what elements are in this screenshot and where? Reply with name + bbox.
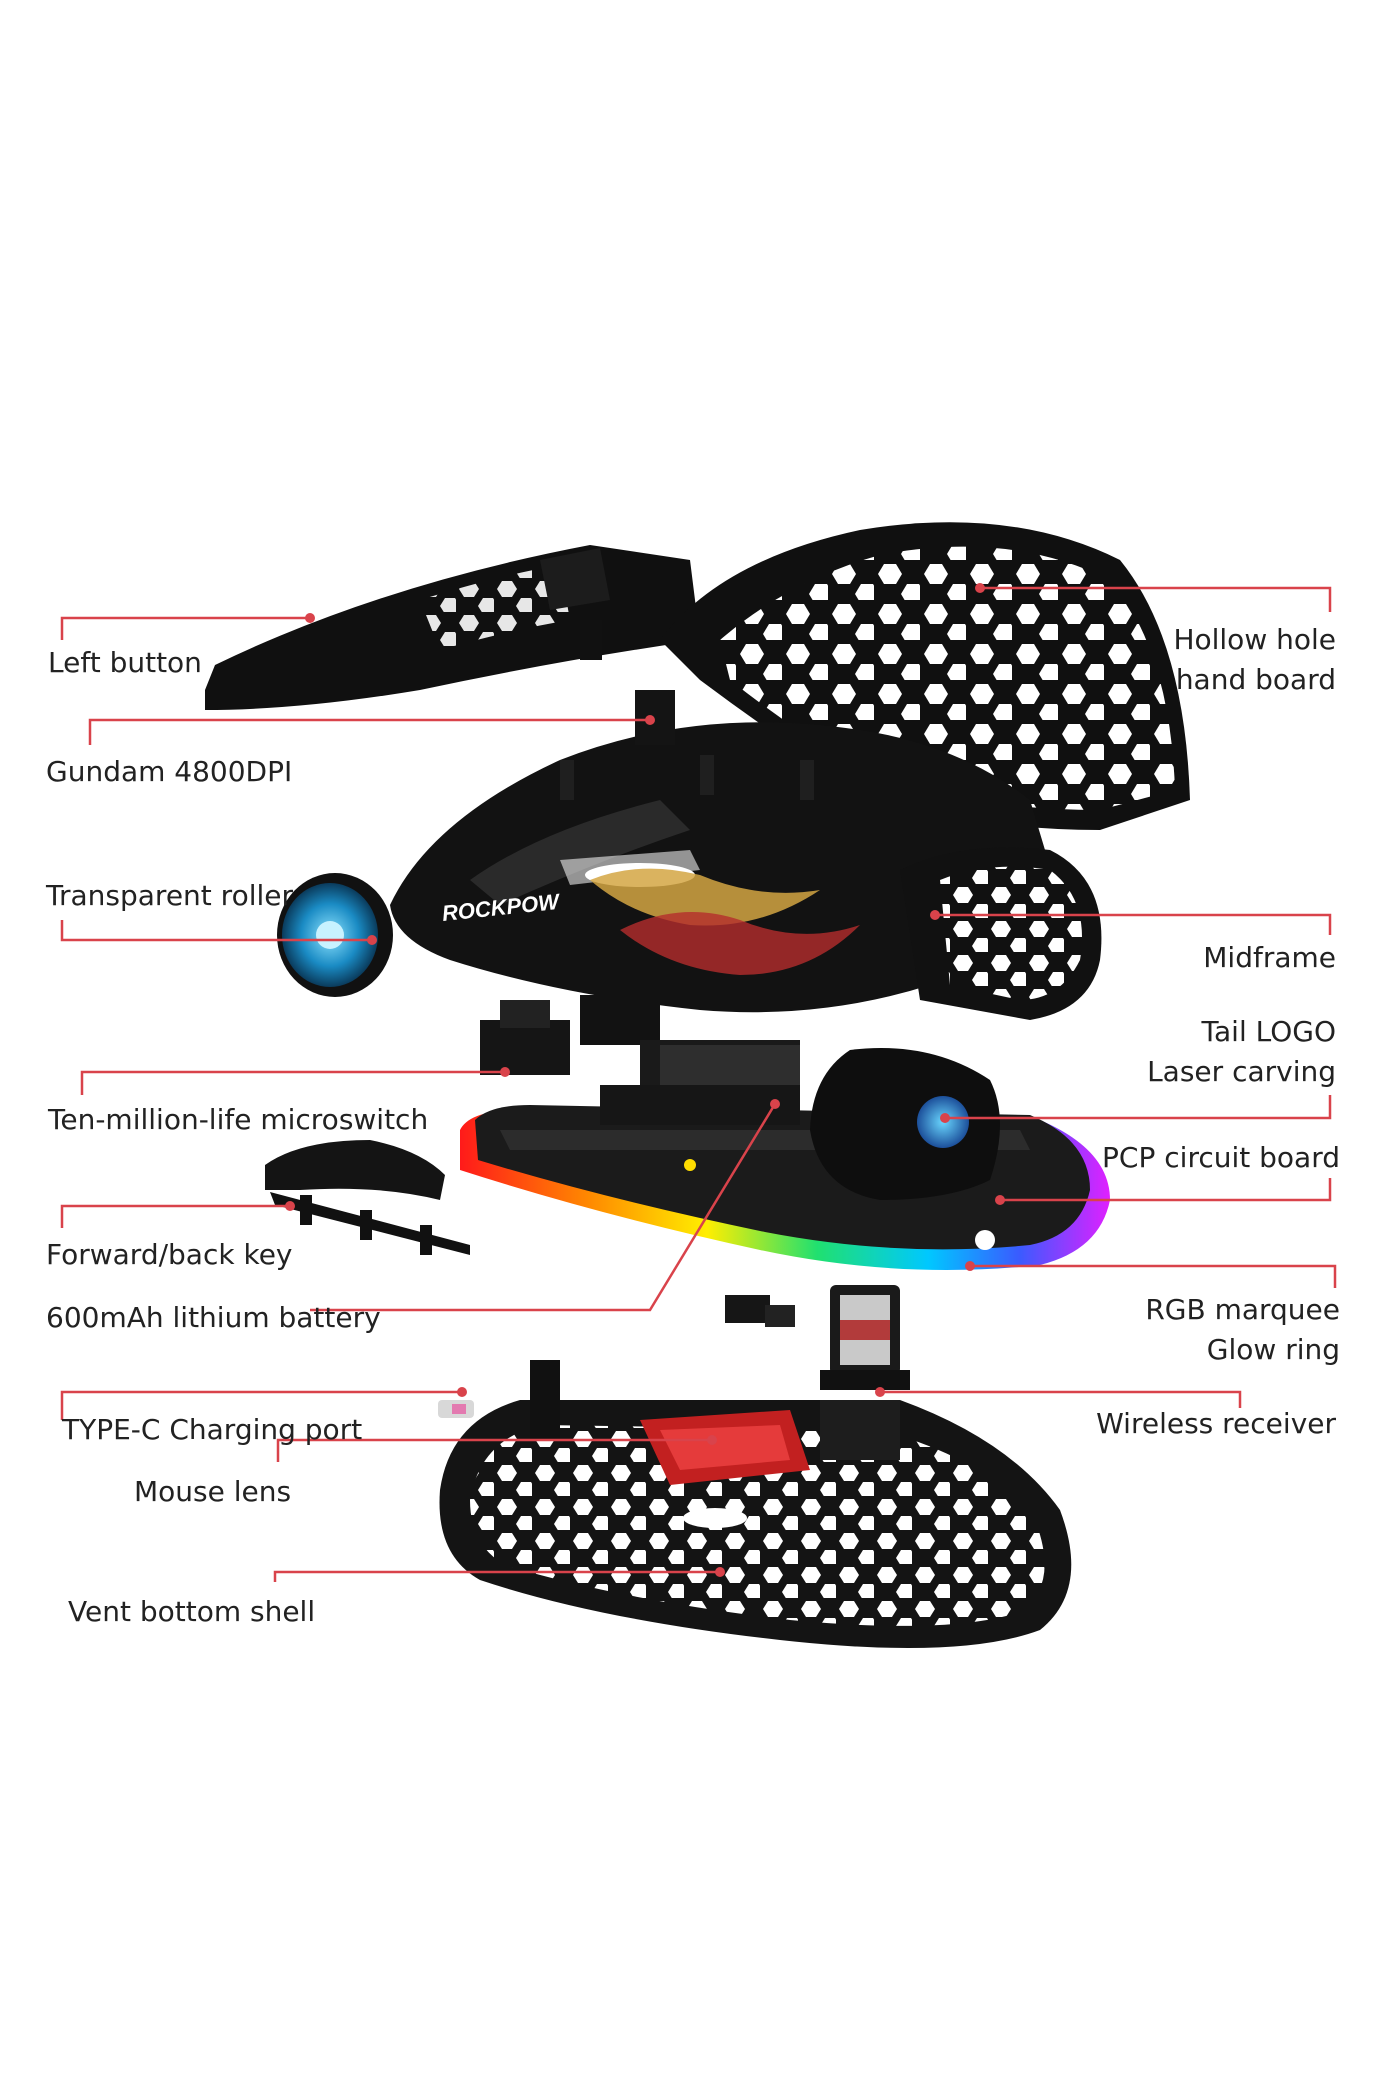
leader-dots	[285, 583, 1005, 1577]
label-tail-logo-line1: Tail LOGO	[1201, 1015, 1336, 1048]
leader-typec-port	[60, 1390, 462, 1420]
leader-lines	[60, 586, 1337, 1582]
label-battery: 600mAh lithium battery	[46, 1301, 381, 1334]
typec-port-part	[438, 1400, 474, 1418]
label-typec-port: TYPE-C Charging port	[62, 1413, 363, 1446]
left-button-part	[205, 545, 700, 710]
leader-mouse-lens	[276, 1438, 712, 1462]
leader-pcp-board	[1000, 1178, 1332, 1202]
leader-wireless-receiver	[880, 1390, 1242, 1408]
leader-tail-logo	[945, 1095, 1332, 1120]
midframe-part	[390, 690, 1102, 1020]
label-tail-logo-line2: Laser carving	[1147, 1055, 1336, 1088]
label-pcp-board: PCP circuit board	[1102, 1141, 1340, 1174]
label-microswitch: Ten-million-life microswitch	[48, 1103, 429, 1136]
label-rgb-ring: RGB marquee Glow ring	[1145, 1290, 1340, 1370]
leader-vent-shell	[273, 1570, 720, 1582]
label-rgb-ring-line1: RGB marquee	[1145, 1293, 1340, 1326]
forward-back-key-part	[265, 1140, 470, 1255]
label-wireless-receiver: Wireless receiver	[1096, 1407, 1336, 1440]
pcb-rgb-part	[460, 995, 1110, 1270]
label-tail-logo: Tail LOGO Laser carving	[1147, 1012, 1336, 1092]
leader-midframe	[935, 913, 1332, 935]
label-left-button: Left button	[48, 646, 202, 679]
label-forward-back-key: Forward/back key	[46, 1238, 293, 1271]
leader-gundam-dpi	[88, 718, 650, 745]
label-transparent-roller: Transparent roller	[46, 879, 293, 912]
label-mouse-lens: Mouse lens	[134, 1475, 292, 1508]
label-hollow-hand-board: Hollow hole hand board	[1173, 620, 1336, 700]
label-midframe: Midframe	[1203, 941, 1336, 974]
leader-hollow-hand-board	[980, 586, 1332, 612]
transparent-roller-part	[277, 873, 393, 997]
leader-rgb-ring	[970, 1264, 1337, 1288]
leader-battery	[310, 1103, 777, 1312]
label-rgb-ring-line2: Glow ring	[1206, 1333, 1340, 1366]
leader-forward-back-key	[60, 1204, 290, 1228]
label-vent-shell: Vent bottom shell	[68, 1595, 316, 1628]
leader-left-button	[60, 616, 310, 640]
leader-microswitch	[80, 1070, 505, 1095]
leader-transparent-roller	[60, 920, 372, 942]
label-hollow-hand-board-line2: hand board	[1175, 663, 1336, 696]
vent-bottom-shell-part	[439, 1360, 1072, 1648]
label-gundam-dpi: Gundam 4800DPI	[46, 755, 293, 788]
wireless-receiver-part	[725, 1285, 910, 1390]
label-hollow-hand-board-line1: Hollow hole	[1173, 623, 1336, 656]
